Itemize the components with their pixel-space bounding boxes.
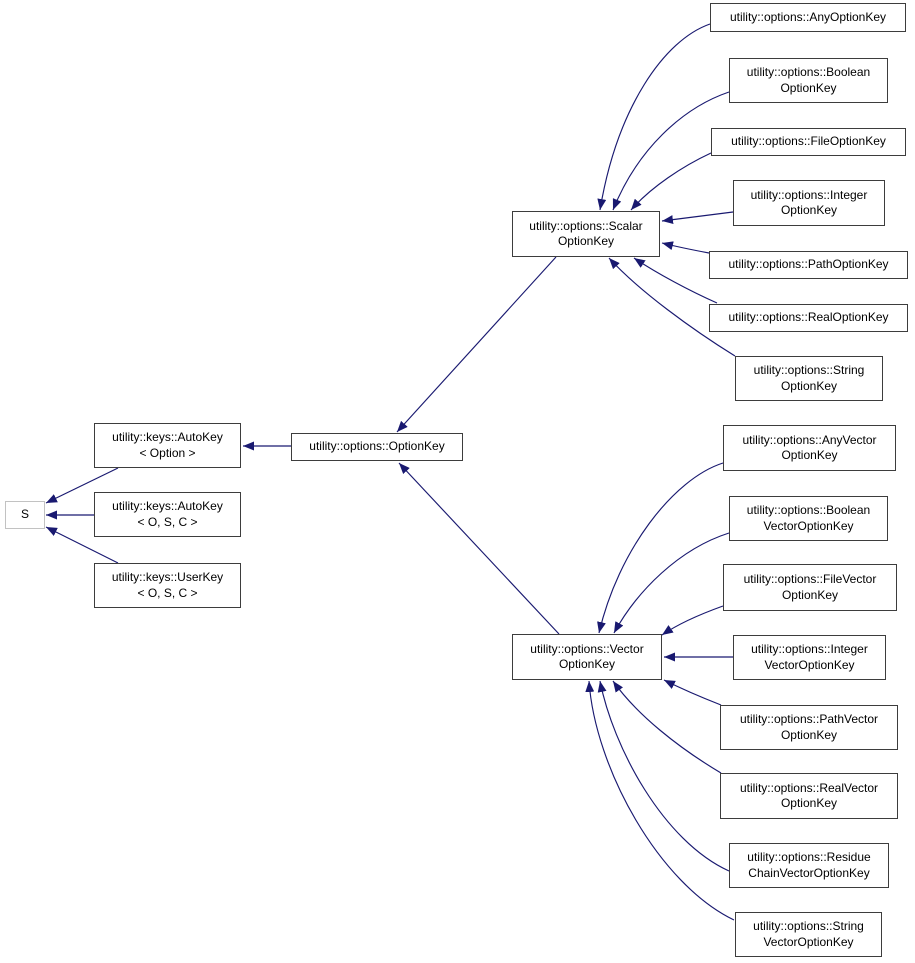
class-label-line: OptionKey — [781, 587, 839, 602]
class-label-line: utility::options::FileVector — [743, 572, 877, 586]
class-label-line: utility::options::FileOptionKey — [731, 134, 886, 149]
class-label-line: utility::options::AnyVector — [742, 432, 877, 447]
inheritance-arrow-path-optionkey-to-scalar-optionkey — [661, 241, 710, 254]
class-label-line: utility::options::Boolean — [746, 503, 871, 517]
class-label-line: utility::options::Scalar — [529, 218, 643, 233]
class-label-line: VectorOptionKey — [764, 657, 855, 672]
class-label-line: OptionKey — [780, 796, 838, 810]
inheritance-arrow-booleanvector-optionkey-to-vector-optionkey — [613, 532, 730, 634]
class-node-file-optionkey[interactable]: utility::options::FileOptionKey — [711, 128, 906, 156]
inheritance-arrow-realvector-optionkey-to-vector-optionkey — [612, 680, 722, 774]
class-label-line: utility::options::PathVector — [739, 712, 879, 726]
class-label-line: < Option > — [139, 445, 196, 460]
class-node-s: S — [5, 501, 45, 529]
class-label-line: < O, S, C > — [137, 585, 198, 600]
class-label-line: utility::options::OptionKey — [309, 439, 445, 454]
class-label-line: VectorOptionKey — [763, 518, 854, 533]
class-label-line: utility::options::Integer — [750, 187, 868, 202]
class-label-line: utility::options::PathOptionKey — [728, 257, 889, 272]
inheritance-arrow-anyvector-optionkey-to-vector-optionkey — [597, 462, 724, 634]
class-label-line: utility::options::Residue — [747, 850, 871, 864]
class-label-line: utility::options::Vector — [530, 641, 644, 656]
class-label-line: utility::keys::AutoKey — [112, 499, 223, 513]
class-label-line: utility::options::String — [753, 363, 865, 377]
class-node-autokey-option[interactable]: utility::keys::AutoKey< Option > — [94, 423, 241, 468]
inheritance-arrow-any-optionkey-to-scalar-optionkey — [597, 23, 711, 211]
class-label-line: OptionKey — [558, 657, 616, 671]
class-label-line: utility::keys::UserKey — [111, 570, 224, 584]
inheritance-arrow-residuechainvector-optionkey-to-vector-optionkey — [597, 680, 730, 872]
class-label-line: OptionKey — [780, 203, 838, 217]
inheritance-arrow-scalar-optionkey-to-optionkey — [396, 256, 557, 433]
class-node-path-optionkey[interactable]: utility::options::PathOptionKey — [709, 251, 908, 279]
class-label-line: OptionKey — [557, 234, 615, 248]
inheritance-arrow-pathvector-optionkey-to-vector-optionkey — [663, 679, 722, 706]
class-label-line: OptionKey — [781, 448, 838, 462]
class-node-any-optionkey[interactable]: utility::options::AnyOptionKey — [710, 3, 906, 32]
inheritance-arrow-stringvector-optionkey-to-vector-optionkey — [585, 680, 735, 921]
class-node-optionkey[interactable]: utility::options::OptionKey — [291, 433, 463, 461]
class-label-line: ChainVectorOptionKey — [748, 865, 870, 880]
class-label-line: utility::options::AnyOptionKey — [729, 9, 887, 24]
inheritance-arrow-filevector-optionkey-to-vector-optionkey — [661, 605, 724, 636]
class-label-line: utility::options::Integer — [751, 642, 868, 656]
class-node-autokey-osc[interactable]: utility::keys::AutoKey< O, S, C > — [94, 492, 241, 537]
inheritance-arrow-real-optionkey-to-scalar-optionkey — [633, 257, 718, 304]
class-label-line: utility::options::Boolean — [746, 65, 871, 79]
inheritance-arrow-integer-optionkey-to-scalar-optionkey — [661, 211, 734, 225]
class-label-line: OptionKey — [780, 80, 837, 95]
class-label-line: VectorOptionKey — [763, 934, 854, 949]
inheritance-arrow-vector-optionkey-to-optionkey — [398, 462, 560, 635]
class-node-real-optionkey[interactable]: utility::options::RealOptionKey — [709, 304, 908, 332]
class-label-line: utility::keys::AutoKey — [112, 430, 223, 444]
class-label-line: OptionKey — [780, 727, 838, 742]
class-label-line: utility::options::RealOptionKey — [728, 310, 889, 325]
class-label-line: utility::options::String — [753, 919, 864, 933]
class-label-line: utility::options::RealVector — [739, 780, 879, 795]
class-label-line: < O, S, C > — [137, 514, 198, 529]
inheritance-arrow-file-optionkey-to-scalar-optionkey — [630, 152, 712, 211]
class-node-userkey-osc[interactable]: utility::keys::UserKey< O, S, C > — [94, 563, 241, 608]
class-label-line: S — [20, 507, 29, 522]
class-label-line: OptionKey — [780, 378, 838, 393]
